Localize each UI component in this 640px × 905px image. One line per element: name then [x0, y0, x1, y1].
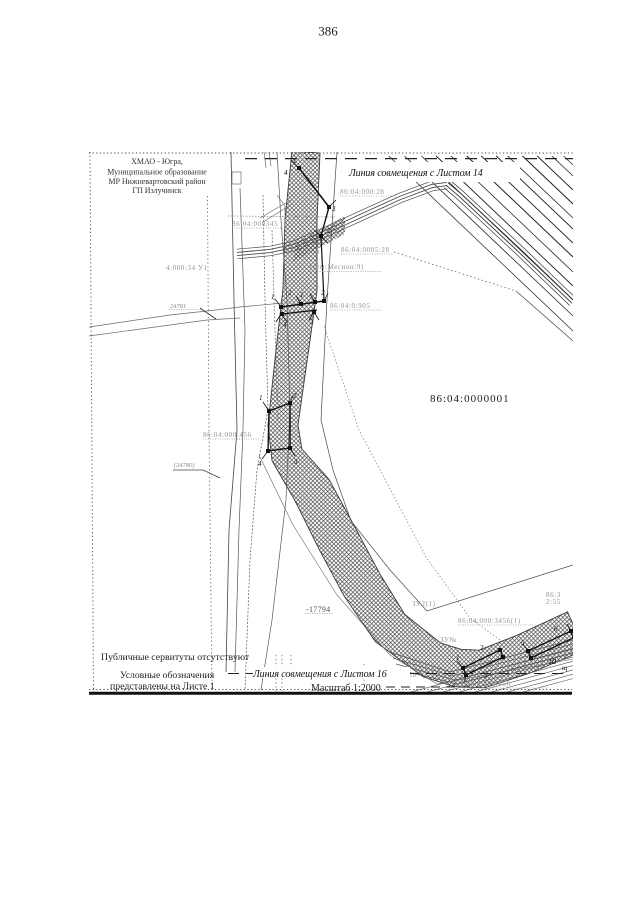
svg-text:ЗУ2(1): ЗУ2(1) — [412, 600, 436, 608]
svg-text:24781: 24781 — [170, 303, 186, 310]
svg-text:2: 2 — [327, 227, 331, 235]
svg-text:Муниципальное образование: Муниципальное образование — [107, 168, 207, 177]
svg-text:МР Нижневартовский район: МР Нижневартовский район — [108, 177, 206, 186]
svg-text:ГП Излучинск: ГП Излучинск — [132, 186, 181, 195]
svg-text:86:3: 86:3 — [546, 591, 561, 599]
svg-text:(24780): (24780) — [174, 462, 195, 469]
svg-text:4: 4 — [284, 169, 288, 177]
svg-text:3: 3 — [483, 672, 488, 680]
svg-text:86:04:000:456: 86:04:000:456 — [203, 431, 252, 439]
svg-text:3: 3 — [309, 318, 314, 326]
svg-text:Публичные сервитуты отсутствую: Публичные сервитуты отсутствуют — [101, 652, 250, 663]
svg-text:2: 2 — [321, 289, 325, 297]
svg-text:-17794: -17794 — [306, 605, 330, 614]
svg-text:Линия совмещения с Листом 14: Линия совмещения с Листом 14 — [348, 168, 483, 179]
svg-text:86:04:0000001: 86:04:0000001 — [430, 393, 510, 405]
svg-text:86:04:000:28: 86:04:000:28 — [340, 188, 385, 196]
svg-text:Ш: Ш — [548, 658, 557, 666]
svg-text:86:04:000:456: 86:04:000:456 — [462, 680, 511, 688]
svg-text:8: 8 — [500, 654, 504, 662]
svg-text:представлены на Листе 1: представлены на Листе 1 — [110, 681, 215, 692]
svg-text:(зем:Мегион:9): (зем:Мегион:9) — [310, 263, 364, 271]
svg-text:ЗУ№: ЗУ№ — [440, 636, 457, 644]
svg-text:1: 1 — [300, 291, 304, 299]
svg-text:ХМАО - Югра,: ХМАО - Югра, — [131, 157, 183, 166]
svg-text:86:04:0:905: 86:04:0:905 — [330, 302, 370, 310]
svg-text:3: 3 — [293, 458, 298, 466]
svg-text:2:55: 2:55 — [546, 598, 561, 606]
svg-text:386: 386 — [318, 24, 338, 39]
svg-text:86:04:000345: 86:04:000345 — [232, 220, 278, 228]
svg-text:Масштаб 1:2000: Масштаб 1:2000 — [311, 683, 381, 694]
svg-text:2: 2 — [293, 392, 297, 400]
svg-text:5: 5 — [521, 639, 525, 647]
svg-text:1: 1 — [456, 654, 460, 662]
svg-text:86:04:0005:28: 86:04:0005:28 — [341, 246, 390, 254]
svg-text:2: 2 — [288, 289, 292, 297]
svg-text:щ: щ — [562, 664, 568, 672]
svg-text:6: 6 — [554, 625, 558, 633]
svg-text:1: 1 — [259, 394, 263, 402]
svg-text:4: 4 — [258, 460, 262, 468]
svg-text:1: 1 — [293, 157, 297, 165]
svg-text:Линия совмещения с Листом 16: Линия совмещения с Листом 16 — [252, 669, 387, 680]
svg-text:4: 4 — [283, 321, 287, 329]
svg-text:86:04:000:3456(1): 86:04:000:3456(1) — [458, 617, 521, 625]
svg-text:4:000:34 У1: 4:000:34 У1 — [166, 264, 208, 272]
svg-text:3: 3 — [331, 205, 336, 213]
svg-text:1: 1 — [271, 293, 275, 301]
svg-text:2: 2 — [480, 644, 484, 652]
svg-text:н3: н3 — [313, 249, 320, 256]
svg-text:Условные обозначения: Условные обозначения — [120, 670, 215, 681]
